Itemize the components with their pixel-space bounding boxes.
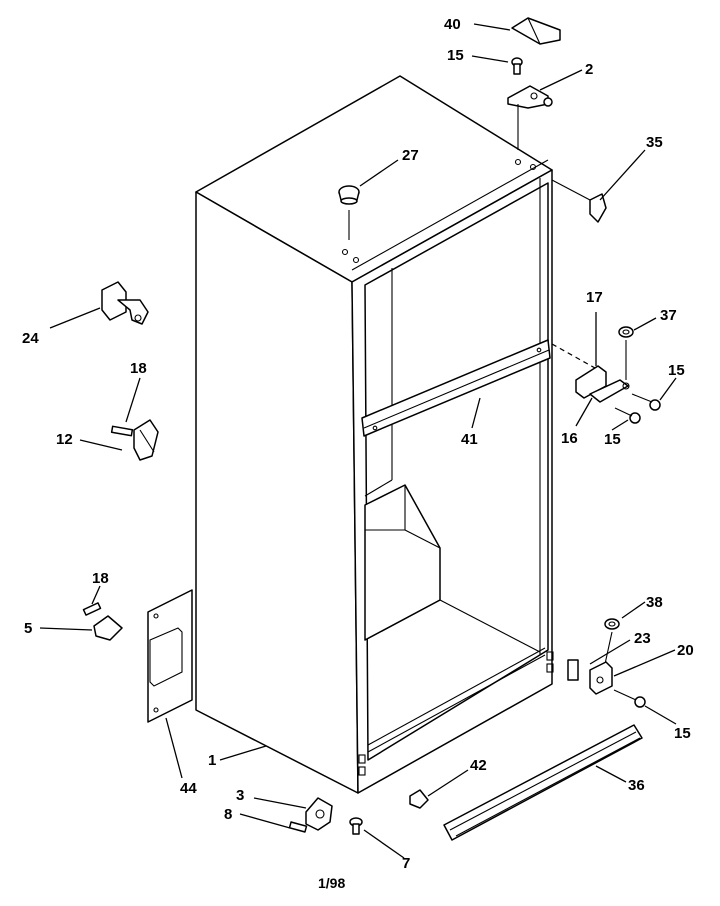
callout-18: 18 bbox=[130, 360, 147, 377]
washer-38 bbox=[604, 618, 620, 665]
door-stop-12 bbox=[133, 419, 159, 461]
callout-5: 5 bbox=[24, 620, 32, 637]
bottom-hinge-20 bbox=[589, 661, 613, 695]
callout-35: 35 bbox=[646, 134, 663, 151]
callout-23: 23 bbox=[634, 630, 651, 647]
bracket-44 bbox=[147, 589, 193, 723]
callout-20: 20 bbox=[677, 642, 694, 659]
callout-3: 3 bbox=[236, 787, 244, 804]
callout-38: 38 bbox=[646, 594, 663, 611]
hinge-pin-cover-35 bbox=[551, 179, 607, 223]
leveler-3 bbox=[305, 797, 333, 831]
screw-7 bbox=[349, 817, 363, 835]
callout-27: 27 bbox=[402, 147, 419, 164]
toe-grille bbox=[443, 724, 643, 841]
screw-bottom-hinge bbox=[613, 689, 646, 708]
callout-41: 41 bbox=[461, 431, 478, 448]
screw-18-lower bbox=[82, 602, 102, 616]
screw-18-upper bbox=[110, 425, 134, 437]
callout-42: 42 bbox=[470, 757, 487, 774]
center-hinge bbox=[575, 365, 630, 403]
hinge-bushing-5 bbox=[93, 615, 123, 641]
washer-37 bbox=[618, 326, 634, 380]
callout-8: 8 bbox=[224, 806, 232, 823]
screw-center-hinge-b bbox=[614, 407, 641, 424]
screw-top-hinge bbox=[511, 57, 523, 75]
callout-24: 24 bbox=[22, 330, 39, 347]
callout-16: 16 bbox=[561, 430, 578, 447]
mullion-divider-bar bbox=[361, 339, 551, 437]
grille-clip-42 bbox=[409, 789, 429, 809]
callout-40: 40 bbox=[444, 16, 461, 33]
callout-12: 12 bbox=[56, 431, 73, 448]
footer-code: 1/98 bbox=[318, 875, 345, 891]
top-hinge bbox=[507, 85, 553, 150]
plug-button bbox=[338, 185, 360, 240]
callout-44: 44 bbox=[180, 780, 197, 797]
callout-15: 15 bbox=[668, 362, 685, 379]
cabinet-shell bbox=[195, 75, 554, 794]
callout-15: 15 bbox=[447, 47, 464, 64]
callout-labels: 40 15 2 27 35 24 17 37 18 15 12 41 16 15… bbox=[22, 16, 694, 872]
callout-2: 2 bbox=[585, 61, 593, 78]
callout-37: 37 bbox=[660, 307, 677, 324]
callout-15: 15 bbox=[674, 725, 691, 742]
callout-18: 18 bbox=[92, 570, 109, 587]
bottom-hinge-bracket-23 bbox=[567, 659, 579, 681]
callout-36: 36 bbox=[628, 777, 645, 794]
center-hinge-block bbox=[101, 281, 149, 325]
callout-1: 1 bbox=[208, 752, 216, 769]
screw-center-hinge-a bbox=[631, 393, 661, 411]
screw-8 bbox=[288, 821, 308, 833]
callout-15: 15 bbox=[604, 431, 621, 448]
leader-lines bbox=[39, 23, 677, 859]
callout-17: 17 bbox=[586, 289, 603, 306]
callout-7: 7 bbox=[402, 855, 410, 872]
hinge-cover bbox=[511, 17, 561, 45]
